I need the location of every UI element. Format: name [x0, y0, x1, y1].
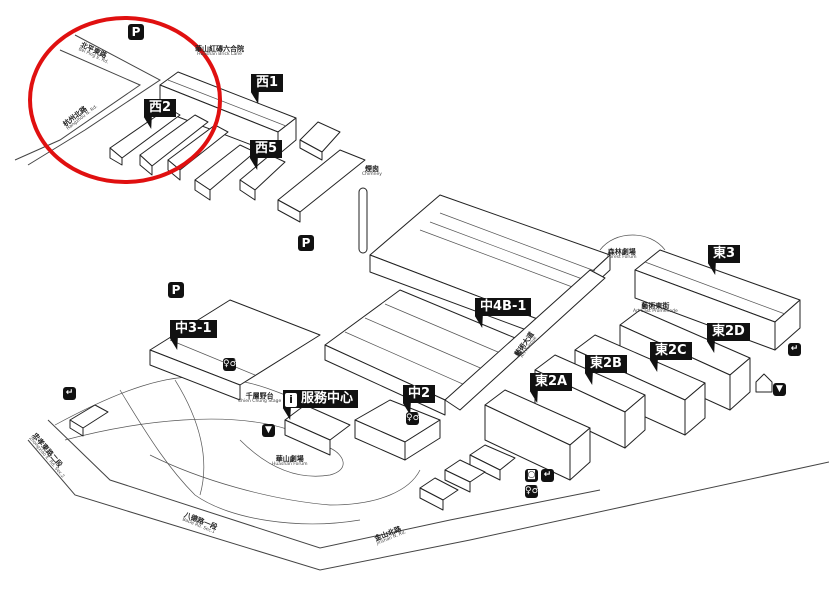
shop-icon[interactable]: ▼	[773, 383, 786, 396]
taxi-icon[interactable]: ↵	[541, 469, 554, 482]
building-west-2[interactable]	[109, 107, 229, 181]
tag-central-2[interactable]: 中2	[403, 385, 436, 403]
tag-west-5[interactable]: 西5	[250, 140, 283, 158]
tag-east-2c[interactable]: 東2C	[650, 342, 692, 360]
restroom-icon[interactable]: ♀♂	[525, 485, 540, 498]
art-avenue-arcade	[444, 269, 606, 411]
building-central-3-1[interactable]	[149, 299, 321, 401]
service-center-label: 服務中心	[301, 391, 354, 406]
forest-forum-arc	[599, 234, 666, 251]
building-central-2[interactable]	[354, 399, 441, 461]
taxi-icon[interactable]: ↵	[63, 387, 76, 400]
building-service-center[interactable]	[284, 404, 351, 456]
tag-east-2b[interactable]: 東2B	[585, 355, 627, 373]
kiosk	[755, 373, 773, 393]
tag-east-2d[interactable]: 東2D	[707, 323, 750, 341]
tag-central-4b-1[interactable]: 中4B-1	[475, 298, 532, 316]
building-west-annex	[277, 121, 366, 223]
parking-icon[interactable]: P	[298, 235, 314, 251]
tag-east-2a[interactable]: 東2A	[530, 373, 573, 391]
building-east-2a[interactable]	[484, 389, 591, 481]
atm-icon[interactable]: ◙	[525, 469, 538, 482]
road-lines	[14, 34, 829, 571]
tag-east-3[interactable]: 東3	[708, 245, 741, 263]
tag-central-3-1[interactable]: 中3-1	[170, 320, 217, 338]
shop-icon[interactable]: ▼	[262, 424, 275, 437]
info-icon: i	[285, 393, 297, 407]
building-small-south	[419, 444, 516, 511]
restroom-icon[interactable]: ♀♂	[223, 358, 238, 371]
taxi-icon[interactable]: ↵	[788, 343, 801, 356]
building-small-west	[69, 404, 109, 437]
restroom-icon[interactable]: ♀♂	[406, 412, 421, 425]
motorcycle-parking-icon[interactable]: P	[168, 282, 184, 298]
tag-service-center[interactable]: i 服務中心	[283, 390, 359, 408]
highlight-circle	[28, 16, 222, 184]
tag-west-1[interactable]: 西1	[251, 74, 284, 92]
parking-icon[interactable]: P	[128, 24, 144, 40]
tag-west-2[interactable]: 西2	[144, 99, 177, 117]
chimney	[358, 187, 368, 254]
